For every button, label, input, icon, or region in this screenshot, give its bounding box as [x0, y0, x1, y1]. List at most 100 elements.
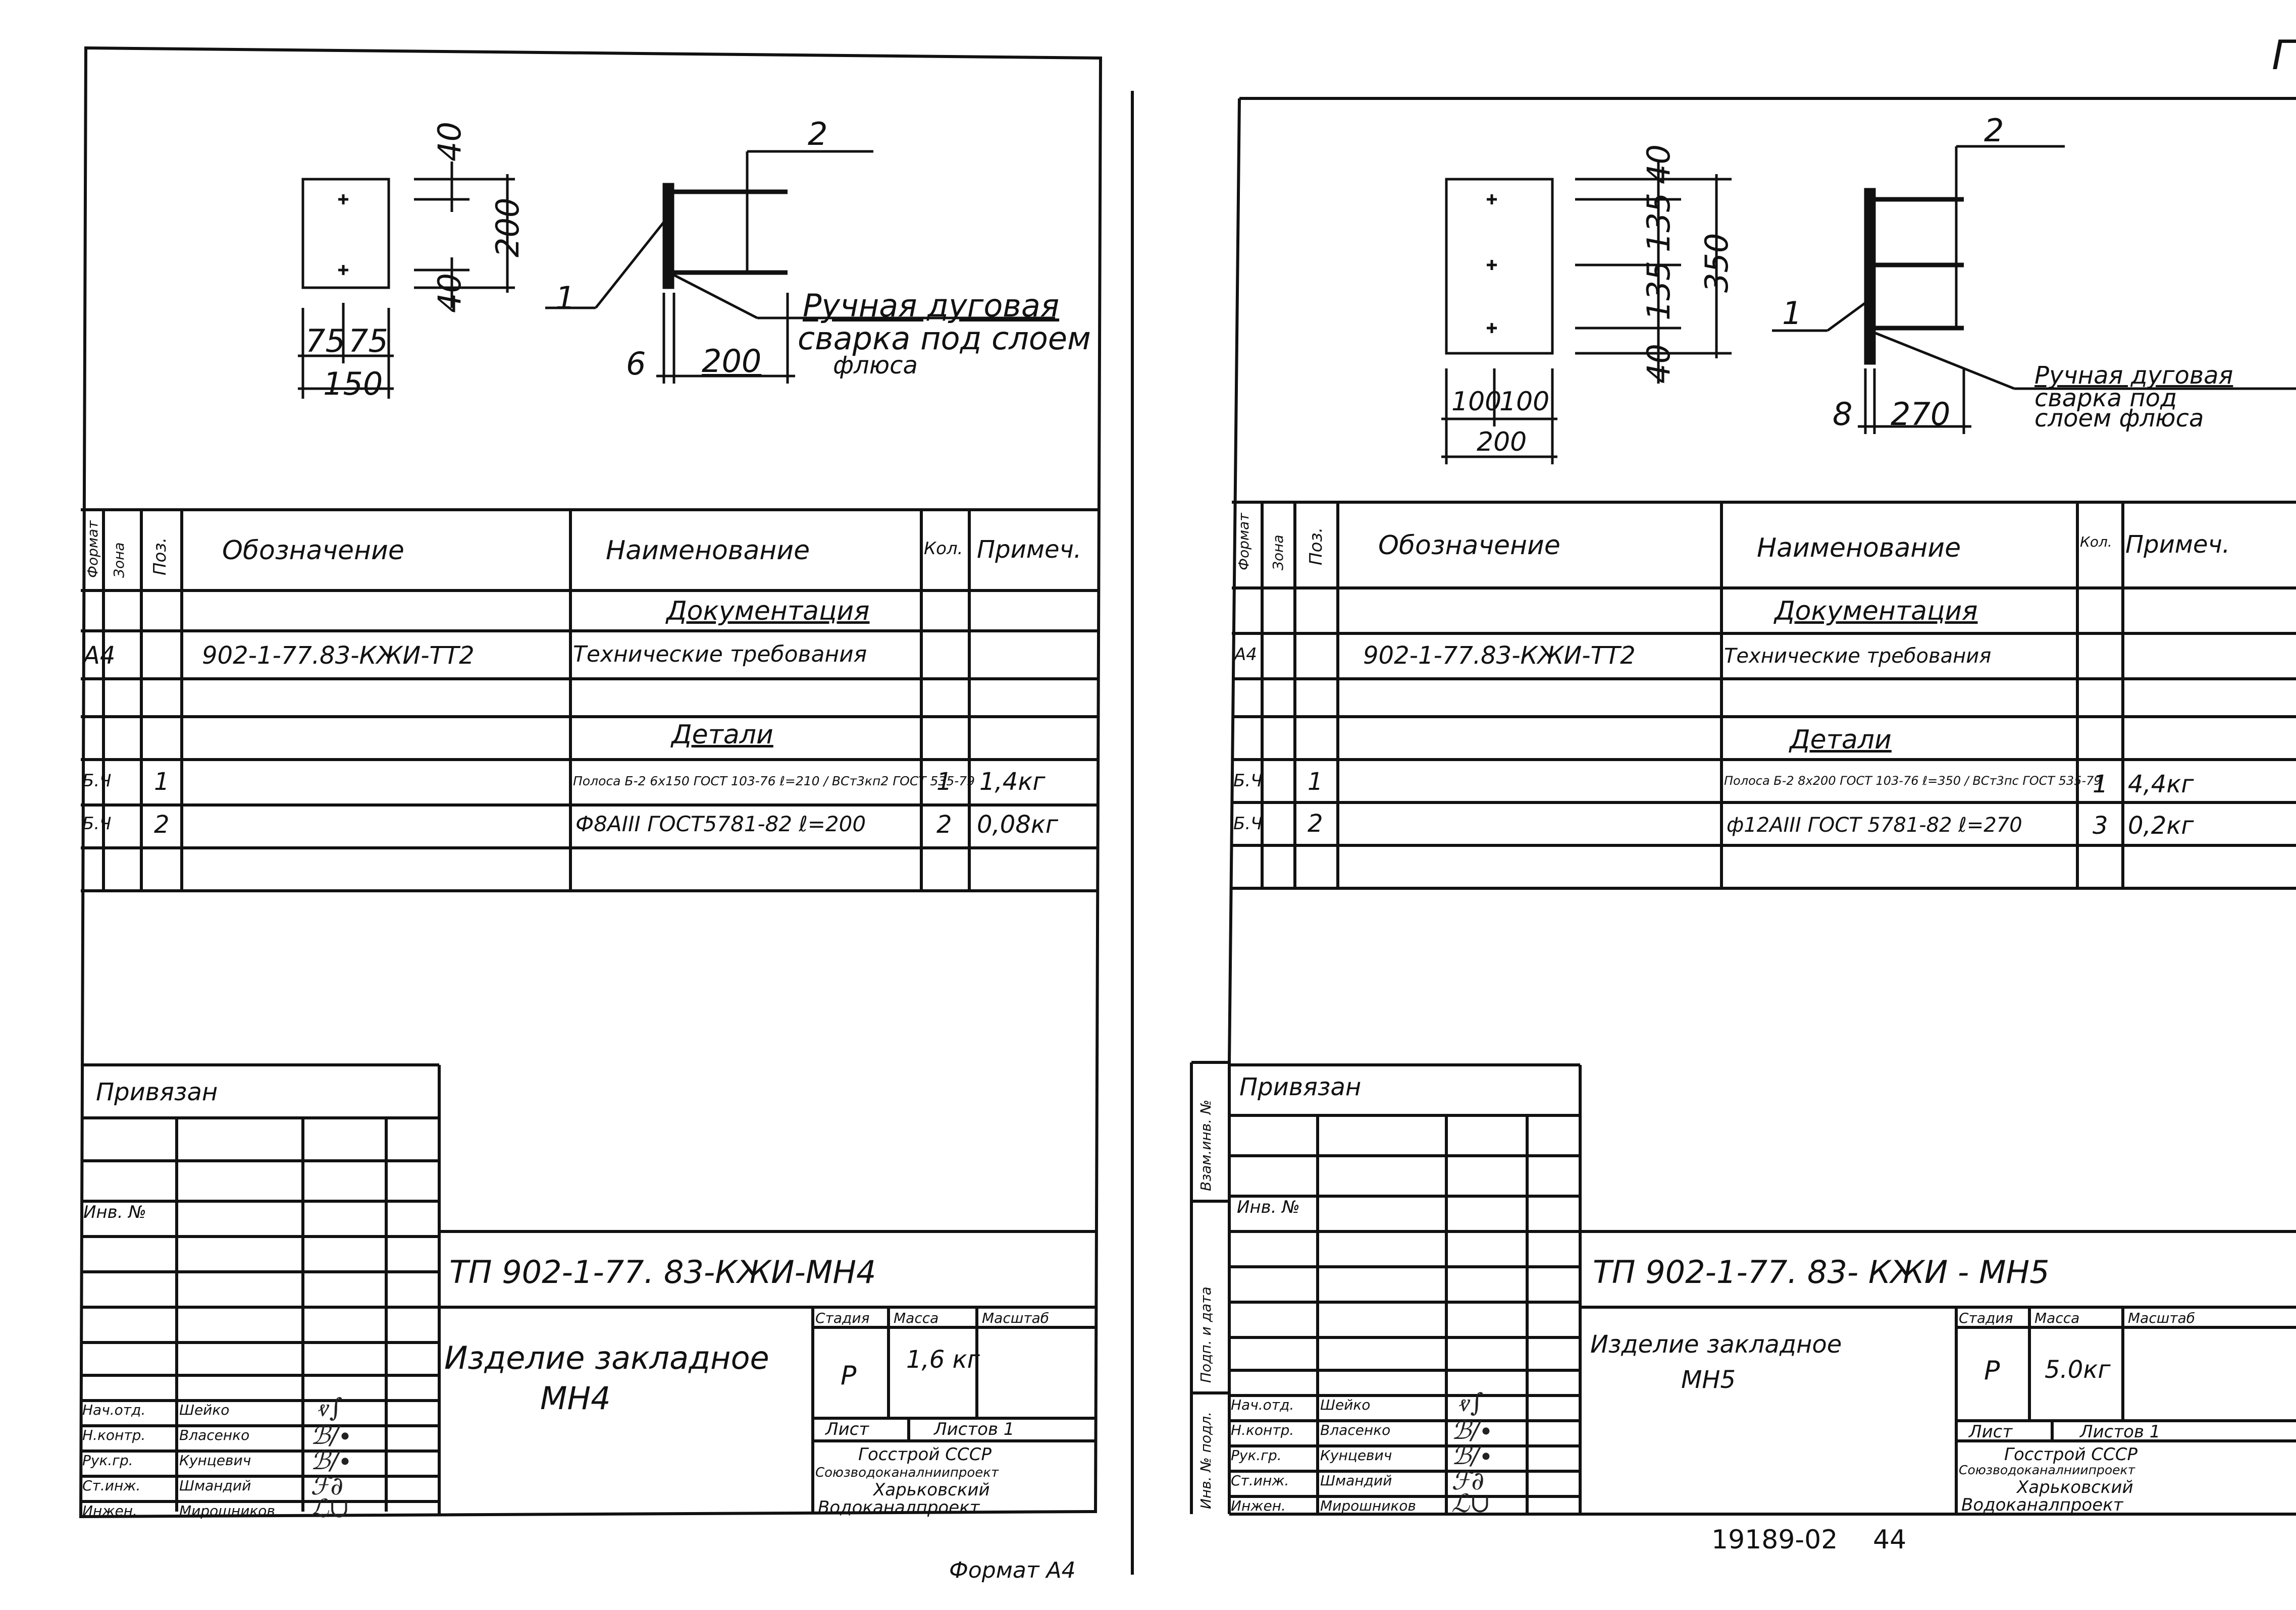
name-3: Кунцевич — [179, 1452, 251, 1469]
role-5: Инжен. — [82, 1502, 137, 1519]
signature-icon: ℬ∕∙ — [310, 1446, 351, 1475]
row-tt2-designation: 902-1-77.83-КЖИ-ТТ2 — [202, 641, 475, 670]
row-details: Детали — [671, 720, 773, 750]
dim-8: 8 — [1833, 396, 1853, 433]
signature-icon: ℬ∕∙ — [1451, 1441, 1492, 1470]
leader-1: 1 — [1782, 295, 1802, 332]
format-footer: Формат А4 — [949, 1558, 1076, 1583]
signature-icon: ⱴ∫ — [1459, 1388, 1484, 1417]
name-5: Мирошников — [179, 1502, 275, 1519]
stage-value: Р — [841, 1361, 857, 1391]
dim-40-top: 40 — [1640, 144, 1677, 184]
sheet-label: Лист — [1969, 1422, 2013, 1442]
doc-code: ТП 902-1-77. 83-КЖИ-МН4 — [449, 1254, 876, 1291]
side-label-podp: Подп. и дата — [1197, 1286, 1214, 1383]
weld-note-line-3: слоем флюса — [2034, 404, 2204, 433]
row-tt2-name: Технические требования — [573, 641, 867, 667]
hdr-zone: Зона — [1270, 534, 1286, 570]
dim-200-width: 200 — [1477, 427, 1527, 457]
role-1: Нач.отд. — [1231, 1397, 1294, 1413]
signature-icon: ℬ∕∙ — [310, 1421, 351, 1450]
org-line-4: Водоканалпроект — [818, 1497, 980, 1518]
row-2-pos: 2 — [1308, 810, 1323, 838]
row-tt2-name: Технические требования — [1724, 645, 1992, 668]
sheet-mn5: Г 40 135 135 40 350 100 100 200 1 2 8 27… — [1176, 0, 2296, 1610]
dim-200-length: 200 — [702, 343, 762, 380]
signature-icon: ℱ∂ — [1451, 1466, 1485, 1495]
sketch-mn5 — [1441, 145, 2296, 464]
role-2: Н.контр. — [1231, 1422, 1294, 1438]
hdr-pos: Поз. — [1306, 527, 1326, 565]
dim-40-bottom: 40 — [431, 273, 468, 313]
mass-value: 1,6 кг — [906, 1346, 980, 1374]
name-1: Шейко — [179, 1402, 230, 1418]
weld-note-line-1: Ручная дуговая — [803, 287, 1060, 324]
inv-no-label: Инв. № — [1237, 1197, 1300, 1217]
role-2: Н.контр. — [82, 1427, 146, 1443]
org-line-3: Харьковский — [2017, 1477, 2133, 1497]
hdr-designation: Обозначение — [222, 535, 404, 566]
sheet-mn5-lines — [1190, 97, 2296, 1516]
dim-100-b: 100 — [1499, 387, 1550, 417]
weld-note-line-2: сварка под — [2034, 384, 2177, 412]
row-2-note: 0,2кг — [2128, 812, 2194, 840]
weld-note-line-2: сварка под слоем — [798, 320, 1091, 357]
row-2-name: ф12АIII ГОСТ 5781-82 ℓ=270 — [1727, 814, 2022, 837]
side-label-inv: Инв. № подл. — [1197, 1411, 1214, 1509]
frame-left — [79, 46, 1103, 1519]
row-1-format: Б.Ч — [1233, 771, 1263, 791]
name-4: Шмандий — [1320, 1472, 1392, 1489]
mass-value: 5.0кг — [2045, 1356, 2111, 1384]
name-3: Кунцевич — [1320, 1447, 1392, 1464]
dim-6: 6 — [626, 345, 646, 382]
inv-no-label: Инв. № — [83, 1202, 146, 1222]
bottom-code: 19189-02 — [1711, 1525, 1838, 1555]
sheet-label: Лист — [825, 1419, 869, 1439]
row-1-qty: 1 — [936, 768, 952, 796]
hdr-zone: Зона — [111, 542, 127, 578]
row-2-format: Б.Ч — [82, 814, 112, 834]
row-1-qty: 1 — [2093, 770, 2108, 798]
row-2-note: 0,08кг — [977, 811, 1059, 839]
row-details: Детали — [1790, 725, 1892, 755]
mass-header: Масса — [894, 1310, 939, 1326]
title-line-1: Изделие закладное — [444, 1339, 769, 1376]
org-line-2: Союзводоканалниипроект — [815, 1465, 999, 1480]
signature-icon: ℱ∂ — [310, 1471, 344, 1500]
sheet-divider — [1131, 91, 1134, 1575]
org-line-1: Госстрой СССР — [858, 1444, 992, 1465]
hdr-pos: Поз. — [150, 537, 170, 575]
weld-note-line-3: флюса — [833, 351, 918, 380]
leader-2: 2 — [1984, 112, 2004, 149]
title-line-2: МН5 — [1681, 1366, 1736, 1394]
row-1-name: Полоса Б-2 6х150 ГОСТ 103-76 ℓ=210 / ВСт… — [573, 774, 975, 788]
sheets-label: Листов 1 — [2080, 1422, 2161, 1442]
hdr-format: Формат — [84, 520, 101, 578]
dim-350: 350 — [1698, 233, 1735, 293]
row-documentation: Документация — [1775, 596, 1978, 626]
dim-135-b: 135 — [1640, 260, 1677, 320]
row-1-note: 1,4кг — [979, 768, 1046, 796]
row-1-note: 4,4кг — [2128, 770, 2194, 798]
row-1-pos: 1 — [154, 768, 170, 796]
hdr-qty: Кол. — [924, 539, 963, 559]
org-line-2: Союзводоканалниипроект — [1959, 1463, 2135, 1477]
org-line-3: Харьковский — [873, 1480, 990, 1500]
sheet-mn4-lines — [79, 46, 1103, 1519]
row-2-format: Б.Ч — [1233, 814, 1263, 834]
row-1-pos: 1 — [1308, 768, 1323, 796]
title-line-2: МН4 — [540, 1380, 611, 1417]
dim-135-a: 135 — [1640, 192, 1677, 252]
row-1-format: Б.Ч — [82, 771, 112, 791]
frame-right — [1228, 97, 2296, 1516]
stage-header: Стадия — [1959, 1310, 2013, 1326]
row-2-name: Ф8АIII ГОСТ5781-82 ℓ=200 — [576, 812, 866, 836]
row-2-pos: 2 — [154, 811, 170, 839]
hdr-format: Формат — [1235, 513, 1252, 570]
name-2: Власенко — [1320, 1422, 1391, 1438]
role-1: Нач.отд. — [82, 1402, 146, 1418]
dim-40-top: 40 — [431, 122, 468, 162]
leader-1: 1 — [555, 280, 576, 316]
page-number: 44 — [1873, 1525, 1907, 1555]
role-4: Ст.инж. — [82, 1477, 141, 1494]
